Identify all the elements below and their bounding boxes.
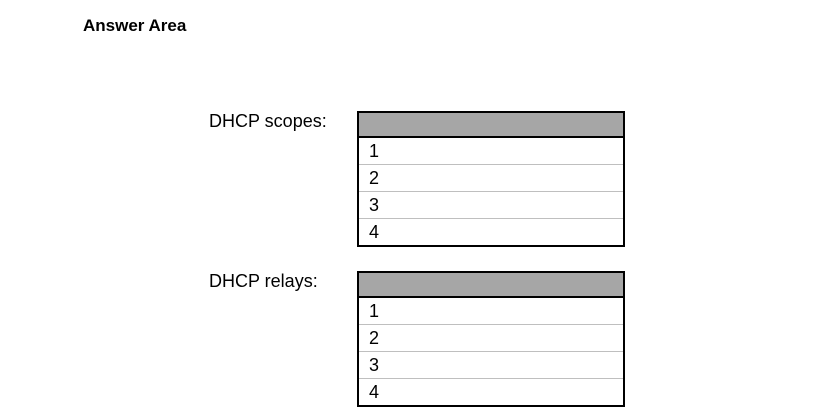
dhcp-scopes-option-1[interactable]: 1 (359, 138, 623, 165)
dhcp-relays-option-3[interactable]: 3 (359, 352, 623, 379)
dhcp-relays-selection-table: 1 2 3 4 (357, 271, 625, 407)
dhcp-scopes-selected-value[interactable] (359, 113, 623, 138)
dhcp-relays-label: DHCP relays: (209, 271, 318, 291)
dhcp-scopes-selection-table: 1 2 3 4 (357, 111, 625, 247)
dhcp-relays-selected-value[interactable] (359, 273, 623, 298)
dhcp-relays-option-1[interactable]: 1 (359, 298, 623, 325)
dhcp-scopes-option-2[interactable]: 2 (359, 165, 623, 192)
page-title: Answer Area (83, 16, 187, 35)
dhcp-scopes-option-4[interactable]: 4 (359, 219, 623, 245)
dhcp-scopes-option-3[interactable]: 3 (359, 192, 623, 219)
dhcp-relays-option-2[interactable]: 2 (359, 325, 623, 352)
dhcp-relays-option-4[interactable]: 4 (359, 379, 623, 405)
dhcp-scopes-label: DHCP scopes: (209, 111, 327, 131)
